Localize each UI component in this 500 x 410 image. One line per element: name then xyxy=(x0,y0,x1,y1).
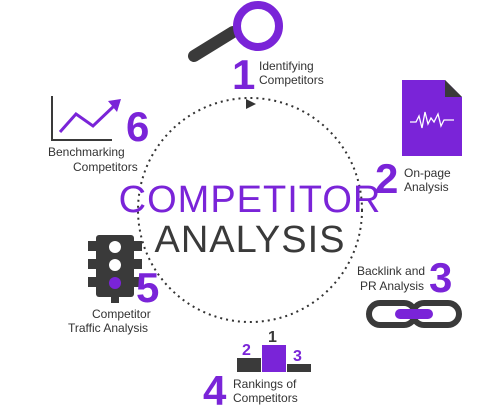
document-icon xyxy=(402,80,462,156)
step-2-label-line2: Analysis xyxy=(404,180,449,194)
step-6-label-line2: Competitors xyxy=(73,160,138,174)
podium-icon: 2 1 3 xyxy=(237,329,311,372)
step-4-rankings-of-competitors: 2 1 3 4 Rankings of Competitors xyxy=(203,329,311,410)
step-3-label-line2: PR Analysis xyxy=(360,279,424,293)
step-5-label-line1: Competitor xyxy=(92,307,151,321)
step-6-label-line1: Benchmarking xyxy=(48,145,125,159)
step-3-backlink-pr-analysis: Backlink and PR Analysis 3 xyxy=(357,254,462,328)
cycle-ring xyxy=(137,97,363,323)
step-3-number: 3 xyxy=(429,254,452,301)
step-4-number: 4 xyxy=(203,367,227,410)
podium-place-3: 3 xyxy=(293,348,302,365)
step-5-number: 5 xyxy=(136,264,159,311)
step-2-number: 2 xyxy=(375,155,398,202)
cycle-arrow-icon xyxy=(246,99,256,109)
step-1-identifying-competitors: 1 Identifying Competitors xyxy=(188,1,324,98)
step-5-label-line2: Traffic Analysis xyxy=(68,321,148,335)
step-2-label-line1: On-page xyxy=(404,166,451,180)
center-title-line2: ANALYSIS xyxy=(154,219,345,261)
magnifying-glass-icon xyxy=(188,1,283,62)
chain-link-icon xyxy=(366,300,462,328)
trend-chart-icon xyxy=(51,96,121,141)
step-4-label-line2: Competitors xyxy=(233,391,298,405)
podium-place-2: 2 xyxy=(242,342,251,359)
step-3-label-line1: Backlink and xyxy=(357,264,425,278)
step-1-label-line2: Competitors xyxy=(259,73,324,87)
traffic-light-icon xyxy=(88,235,142,303)
step-2-on-page-analysis: 2 On-page Analysis xyxy=(375,80,462,202)
step-5-competitor-traffic-analysis: 5 Competitor Traffic Analysis xyxy=(68,235,159,335)
center-title-line1: COMPETITOR xyxy=(119,179,382,221)
step-1-label-line1: Identifying xyxy=(259,59,314,73)
step-4-label-line1: Rankings of xyxy=(233,377,297,391)
podium-place-1: 1 xyxy=(268,329,277,346)
step-6-number: 6 xyxy=(126,103,149,150)
step-6-benchmarking-competitors: 6 Benchmarking Competitors xyxy=(48,96,149,174)
step-1-number: 1 xyxy=(232,51,255,98)
